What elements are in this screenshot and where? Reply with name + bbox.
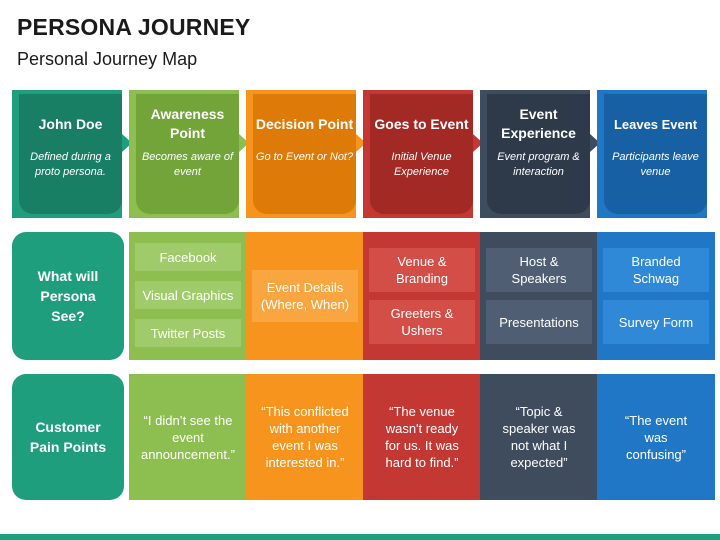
see-item: Survey Form	[603, 300, 709, 344]
see-item: Facebook	[135, 243, 241, 271]
see-item: Twitter Posts	[135, 319, 241, 347]
stage-title: Leaves Event	[613, 116, 698, 132]
stage-description: Defined during a proto persona.	[30, 151, 111, 178]
page-title: PERSONA JOURNEY	[17, 14, 251, 40]
pain-point-leaves: “The event was confusing”	[597, 374, 715, 500]
stage-goes-to-event: Goes to Event Initial Venue Experience	[363, 90, 483, 218]
see-item: Visual Graphics	[135, 281, 241, 309]
stage-description: Initial Venue Experience	[391, 151, 452, 178]
see-item: Presentations	[486, 300, 592, 344]
pain-point-decision: “This conflicted with another event I wa…	[246, 374, 364, 500]
pain-point-goes: “The venue wasn't ready for us. It was h…	[363, 374, 481, 500]
see-cell-goes: Venue & Branding Greeters & Ushers	[363, 232, 481, 360]
arrow-icon	[122, 134, 132, 152]
see-item: Event Details (Where, When)	[252, 270, 358, 322]
row-label-customer-pain-points: Customer Pain Points	[12, 374, 124, 500]
arrow-icon	[356, 134, 366, 152]
row-label-what-will-persona-see: What will Persona See?	[12, 232, 124, 360]
see-item: Branded Schwag	[603, 248, 709, 292]
stage-event-experience: Event Experience Event program & interac…	[480, 90, 600, 218]
bottom-accent-bar	[0, 534, 720, 540]
pain-point-awareness: “I didn’t see the event announcement.”	[129, 374, 247, 500]
page-subtitle: Personal Journey Map	[17, 49, 198, 69]
see-item: Greeters & Ushers	[369, 300, 475, 344]
see-cell-decision: Event Details (Where, When)	[246, 232, 364, 360]
stage-description: Go to Event or Not?	[255, 151, 354, 163]
arrow-icon	[473, 134, 483, 152]
stage-description: Participants leave venue	[612, 151, 699, 178]
arrow-icon	[239, 134, 249, 152]
see-item: Venue & Branding	[369, 248, 475, 292]
stage-awareness-point: Awareness Point Becomes aware of event	[129, 90, 249, 218]
stage-john-doe: John Doe Defined during a proto persona.	[12, 90, 132, 218]
stage-title: John Doe	[38, 115, 103, 132]
see-item: Host & Speakers	[486, 248, 592, 292]
pain-point-experience: “Topic & speaker was not what I expected…	[480, 374, 598, 500]
stage-title: Goes to Event	[374, 115, 469, 132]
stage-decision-point: Decision Point Go to Event or Not?	[246, 90, 366, 218]
stage-title: Decision Point	[255, 115, 354, 132]
see-cell-experience: Host & Speakers Presentations	[480, 232, 598, 360]
stage-leaves-event: Leaves Event Participants leave venue	[597, 90, 707, 218]
stage-title: Event Experience	[501, 106, 576, 141]
stage-description: Event program & interaction	[497, 151, 580, 178]
see-cell-leaves: Branded Schwag Survey Form	[597, 232, 715, 360]
arrow-icon	[590, 134, 600, 152]
see-cell-awareness: Facebook Visual Graphics Twitter Posts	[129, 232, 247, 360]
stage-description: Becomes aware of event	[141, 151, 234, 178]
stage-title: Awareness Point	[150, 106, 225, 141]
